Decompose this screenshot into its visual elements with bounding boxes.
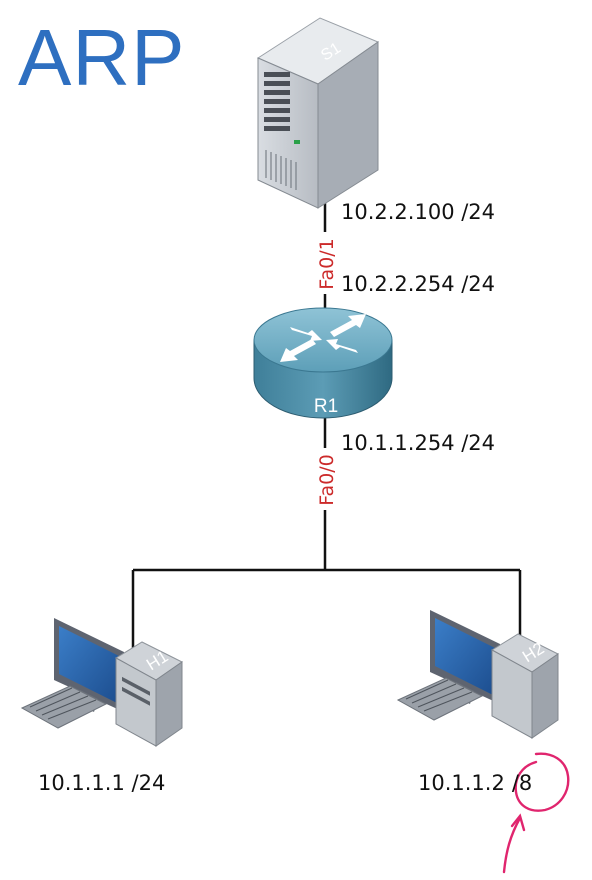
desktop-computer-icon — [20, 618, 183, 747]
s1-ip-address: 10.2.2.100 /24 — [341, 200, 496, 224]
r1-fa0-1-ip-address: 10.2.2.254 /24 — [341, 272, 496, 296]
server-icon — [256, 17, 380, 209]
h2-ip-host: 10.1.1.2 — [418, 771, 505, 795]
hand-drawn-circle-arrow-icon — [502, 752, 570, 874]
h2-subnet-mask: /8 — [511, 771, 533, 795]
interface-label-fa0-0: Fa0/0 — [316, 454, 338, 505]
diagram-title: ARP — [18, 13, 186, 102]
router-icon — [253, 307, 393, 419]
router-r1-label: R1 — [314, 396, 338, 417]
h2-ip-address: 10.1.1.2/8 — [418, 771, 532, 795]
desktop-computer-icon — [396, 610, 559, 739]
h1-ip-address: 10.1.1.1 /24 — [38, 771, 166, 795]
interface-label-fa0-1: Fa0/1 — [316, 238, 338, 289]
r1-fa0-0-ip-address: 10.1.1.254 /24 — [341, 431, 496, 455]
